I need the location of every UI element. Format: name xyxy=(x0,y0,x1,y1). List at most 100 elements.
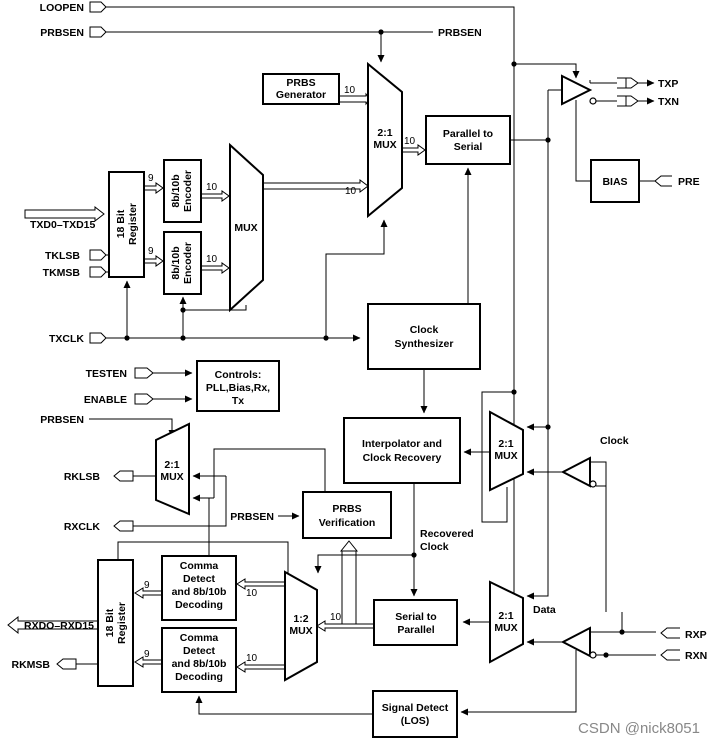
pin-rxclk: RXCLK xyxy=(64,520,134,533)
svg-text:10: 10 xyxy=(206,254,218,265)
svg-text:Verification: Verification xyxy=(319,517,376,529)
svg-text:Encoder: Encoder xyxy=(182,242,194,284)
svg-text:Comma: Comma xyxy=(180,560,219,572)
svg-text:TKLSB: TKLSB xyxy=(45,250,80,262)
rx-2to1-mux-bottom: 2:1 MUX xyxy=(489,580,524,664)
svg-text:Interpolator and: Interpolator and xyxy=(362,438,442,450)
svg-text:9: 9 xyxy=(144,580,150,591)
svg-text:Clock: Clock xyxy=(410,324,439,336)
svg-text:TXCLK: TXCLK xyxy=(49,333,84,345)
svg-text:RKMSB: RKMSB xyxy=(12,659,51,671)
svg-text:PLL,Bias,Rx,: PLL,Bias,Rx, xyxy=(206,382,270,394)
svg-text:(LOS): (LOS) xyxy=(401,715,430,727)
svg-text:10: 10 xyxy=(330,612,342,623)
svg-text:MUX: MUX xyxy=(160,471,183,483)
svg-text:MUX: MUX xyxy=(494,450,517,462)
pin-tkmsb: TKMSB xyxy=(43,266,109,279)
svg-text:Serial: Serial xyxy=(454,141,483,153)
svg-text:10: 10 xyxy=(345,186,357,197)
tx-output-driver xyxy=(561,74,597,106)
svg-text:PRE: PRE xyxy=(678,176,700,188)
bias-block: BIAS xyxy=(590,159,640,203)
encoder-2-block: 8b/10b Encoder xyxy=(163,231,202,295)
pin-rklsb: RKLSB xyxy=(64,470,134,483)
svg-text:TESTEN: TESTEN xyxy=(86,368,127,380)
svg-text:2:1: 2:1 xyxy=(498,438,513,450)
pin-rkmsb: RKMSB xyxy=(12,658,77,671)
svg-text:PRBSEN: PRBSEN xyxy=(40,27,84,39)
encoder-1-block: 8b/10b Encoder xyxy=(163,159,202,223)
svg-text:10: 10 xyxy=(246,653,258,664)
controls-block: Controls: PLL,Bias,Rx, Tx xyxy=(196,360,280,412)
svg-text:Register: Register xyxy=(127,203,139,245)
tx-2to1-mux-block: 2:1 MUX xyxy=(367,61,403,219)
interpolator-clock-recovery-block: Interpolator and Clock Recovery xyxy=(343,417,461,484)
comma-detect-decoding-1: Comma Detect and 8b/10b Decoding xyxy=(161,555,237,621)
svg-text:RXDO–RXD15: RXDO–RXD15 xyxy=(24,620,94,632)
prbs-generator-block: PRBS Generator xyxy=(262,73,340,105)
svg-text:10: 10 xyxy=(206,182,218,193)
svg-text:10: 10 xyxy=(246,588,258,599)
svg-text:Data: Data xyxy=(533,604,556,616)
svg-text:10: 10 xyxy=(404,136,416,147)
svg-text:RXCLK: RXCLK xyxy=(64,521,101,533)
prbs-verification-block: PRBS Verification xyxy=(302,491,392,539)
svg-text:Clock: Clock xyxy=(600,435,629,447)
svg-text:BIAS: BIAS xyxy=(602,176,627,188)
svg-text:MUX: MUX xyxy=(494,622,517,634)
tx-mux-block: MUX xyxy=(229,142,264,313)
svg-text:Signal Detect: Signal Detect xyxy=(382,702,449,714)
svg-text:Clock: Clock xyxy=(420,541,449,553)
pin-prbsen-mid: PRBSEN xyxy=(40,414,176,438)
svg-text:9: 9 xyxy=(148,173,154,184)
svg-text:Decoding: Decoding xyxy=(175,599,223,611)
svg-text:PRBSEN: PRBSEN xyxy=(40,414,84,426)
svg-text:RKLSB: RKLSB xyxy=(64,471,101,483)
pin-testen: TESTEN xyxy=(86,367,154,380)
rx-2to1-mux-top: 2:1 MUX xyxy=(489,410,524,492)
clock-synthesizer-block: Clock Synthesizer xyxy=(367,303,481,370)
svg-text:Detect: Detect xyxy=(183,645,216,657)
svg-text:PRBS: PRBS xyxy=(286,77,315,89)
svg-text:8b/10b: 8b/10b xyxy=(170,246,182,279)
svg-text:TXN: TXN xyxy=(658,96,679,108)
svg-text:Controls:: Controls: xyxy=(215,369,262,381)
pin-rxdo: RXDO–RXD15 xyxy=(7,615,98,635)
svg-text:9: 9 xyxy=(144,649,150,660)
pin-prbsen-top: PRBSEN PRBSEN xyxy=(40,26,482,39)
svg-text:2:1: 2:1 xyxy=(164,459,179,471)
serial-to-parallel-block: Serial to Parallel xyxy=(373,599,458,646)
rx-clock-buffer xyxy=(560,456,597,488)
svg-text:Generator: Generator xyxy=(276,89,326,101)
rk-2to1-mux-block: 2:1 MUX xyxy=(155,422,190,516)
demux-1to2-block: 1:2 MUX xyxy=(284,570,318,682)
svg-text:Encoder: Encoder xyxy=(182,170,194,212)
svg-text:TXP: TXP xyxy=(658,78,678,90)
svg-text:PRBSEN: PRBSEN xyxy=(230,511,274,523)
svg-text:and 8b/10b: and 8b/10b xyxy=(172,658,227,670)
svg-text:Synthesizer: Synthesizer xyxy=(395,338,454,350)
svg-text:18 Bit: 18 Bit xyxy=(115,209,127,238)
watermark: CSDN @nick8051 xyxy=(578,720,700,737)
svg-text:RXN: RXN xyxy=(685,650,707,662)
parallel-to-serial-block: Parallel to Serial xyxy=(425,115,511,165)
pin-tklsb: TKLSB xyxy=(45,249,109,262)
svg-text:Tx: Tx xyxy=(232,395,244,407)
svg-text:Clock Recovery: Clock Recovery xyxy=(363,452,442,464)
signal-detect-los-block: Signal Detect (LOS) xyxy=(372,690,458,738)
svg-text:9: 9 xyxy=(148,246,154,257)
svg-text:TKMSB: TKMSB xyxy=(43,267,81,279)
tx-18bit-register: 18 Bit Register xyxy=(108,171,145,278)
pin-pre: PRE xyxy=(639,175,700,188)
svg-text:2:1: 2:1 xyxy=(377,127,392,139)
svg-text:18 Bit: 18 Bit xyxy=(104,608,116,637)
svg-text:PRBSEN: PRBSEN xyxy=(438,27,482,39)
pin-txp: TXP xyxy=(617,77,678,90)
svg-text:CSDN @nick8051: CSDN @nick8051 xyxy=(578,720,700,737)
svg-text:Parallel: Parallel xyxy=(397,624,434,636)
pin-txd: TXD0–TXD15 xyxy=(24,205,105,231)
svg-text:8b/10b: 8b/10b xyxy=(170,174,182,207)
svg-text:and 8b/10b: and 8b/10b xyxy=(172,586,227,598)
svg-text:Detect: Detect xyxy=(183,573,216,585)
